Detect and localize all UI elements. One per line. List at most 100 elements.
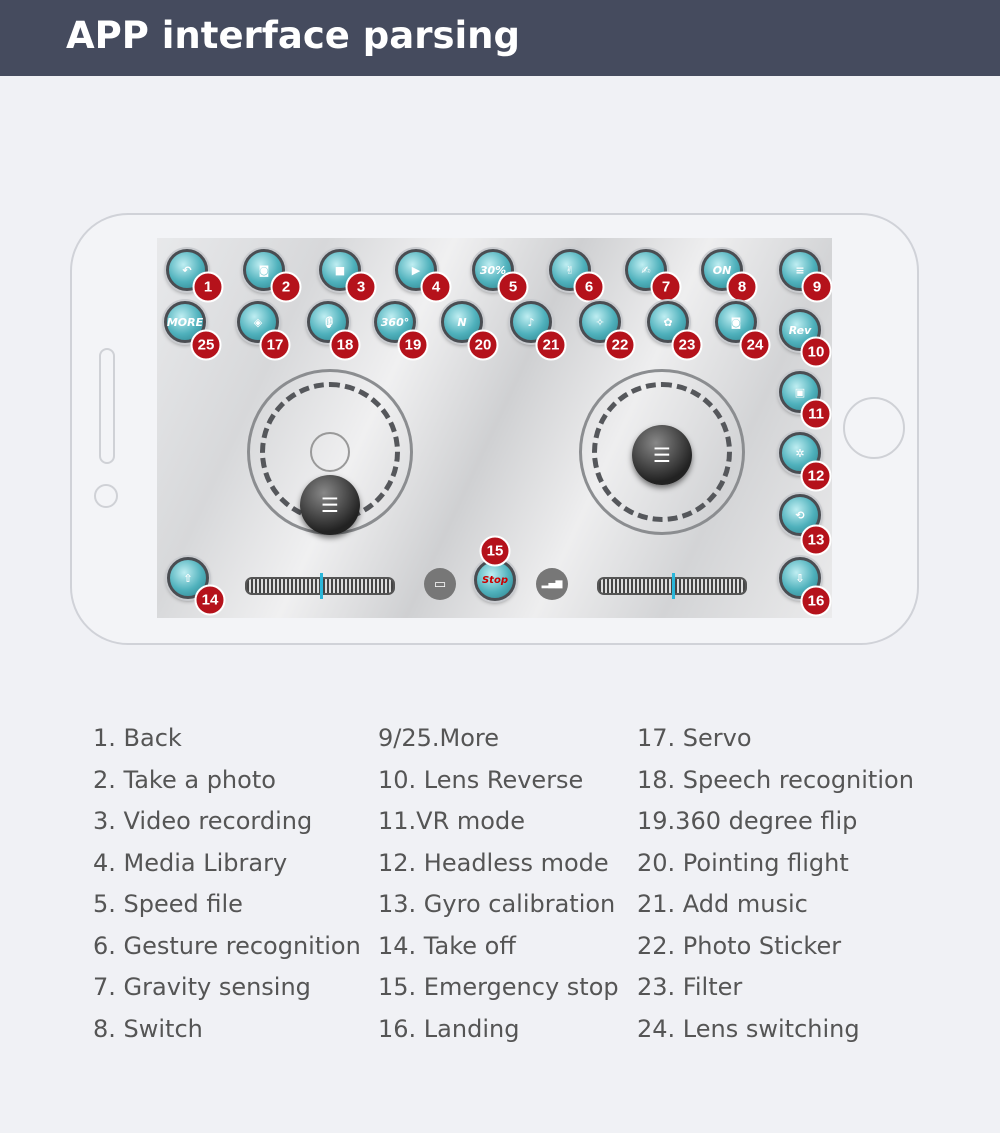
video-icon: ■	[334, 263, 346, 277]
slider-marker	[672, 573, 675, 599]
number-badge: 13	[800, 524, 832, 556]
landing-icon: ⇩	[795, 571, 805, 585]
number-badge: 5	[497, 271, 529, 303]
battery-glyph: ▭	[433, 576, 447, 592]
back-arrow-icon: ↶	[182, 263, 192, 277]
phone-home-button	[843, 397, 905, 459]
stop-icon: Stop	[481, 574, 508, 586]
number-badge: 6	[573, 271, 605, 303]
gyro-icon: ⟲	[795, 508, 805, 522]
signal-icon: ▂▄▆	[536, 568, 568, 600]
legend-item: 3. Video recording	[93, 807, 313, 835]
legend-item: 5. Speed file	[93, 890, 243, 918]
number-badge: 7	[650, 271, 682, 303]
legend-column-2: 9/25.More 10. Lens Reverse 11.VR mode 12. H…	[378, 718, 619, 1050]
number-badge: 2	[270, 271, 302, 303]
button-11[interactable]: ▣	[779, 371, 821, 413]
button-21[interactable]: ♪	[510, 301, 552, 343]
legend-column-1: 1. Back 2. Take a photo 3. Video recording…	[93, 718, 361, 1050]
number-badge: 24	[739, 329, 771, 361]
number-badge: 10	[800, 336, 832, 368]
legend-item: 1. Back	[93, 724, 182, 752]
slider-marker	[320, 573, 323, 599]
button-14[interactable]: ⇧	[167, 557, 209, 599]
legend-item: 15. Emergency stop	[378, 973, 619, 1001]
number-badge: 14	[194, 584, 226, 616]
lens-reverse-icon: Rev	[788, 323, 812, 337]
music-icon: ♪	[527, 315, 535, 329]
takeoff-icon: ⇧	[183, 571, 193, 585]
legend-column-3: 17. Servo 18. Speech recognition 19.360 de…	[637, 718, 914, 1050]
number-badge: 22	[604, 329, 636, 361]
legend-item: 13. Gyro calibration	[378, 890, 616, 918]
button-2[interactable]: ◙	[243, 249, 285, 291]
legend-item: 19.360 degree flip	[637, 807, 858, 835]
right-joystick-knob[interactable]: ☰	[632, 425, 692, 485]
more-icon: MORE	[166, 315, 204, 329]
legend-item: 18. Speech recognition	[637, 765, 914, 794]
flip-360-icon: 360°	[380, 315, 410, 329]
knob-icon: ☰	[321, 493, 339, 517]
left-joystick-center	[310, 432, 350, 472]
battery-icon: ▭	[424, 568, 456, 600]
gesture-icon: ✌	[565, 263, 575, 277]
page-title: APP interface parsing	[66, 14, 521, 57]
media-library-icon: ▶	[411, 263, 421, 277]
number-badge: 11	[800, 398, 832, 430]
button-5[interactable]: 30%	[472, 249, 514, 291]
number-badge: 21	[535, 329, 567, 361]
legend-item: 9/25.More	[378, 724, 500, 752]
legend-item: 7. Gravity sensing	[93, 973, 311, 1001]
number-badge: 9	[801, 271, 832, 303]
servo-icon: ◈	[253, 315, 263, 329]
filter-icon: ✿	[663, 315, 673, 329]
right-trim-slider[interactable]	[597, 573, 747, 599]
button-18[interactable]: 🎙	[307, 301, 349, 343]
signal-glyph: ▂▄▆	[541, 579, 563, 589]
switch-icon: ON	[712, 263, 732, 277]
gravity-icon: ✍	[641, 263, 651, 277]
knob-icon: ☰	[653, 443, 671, 467]
left-joystick-knob[interactable]: ☰	[300, 475, 360, 535]
number-badge: 12	[800, 460, 832, 492]
legend-item: 6. Gesture recognition	[93, 931, 361, 960]
microphone-icon: 🎙	[321, 315, 335, 329]
menu-icon: ≡	[795, 263, 805, 277]
number-badge: 18	[329, 329, 361, 361]
number-badge: 8	[726, 271, 758, 303]
number-badge: 23	[671, 329, 703, 361]
legend-item: 22. Photo Sticker	[637, 931, 842, 960]
button-25[interactable]: MORE	[164, 301, 206, 343]
number-badge: 25	[190, 329, 222, 361]
lens-switch-icon: ◙	[730, 315, 742, 329]
right-joystick-ring[interactable]	[579, 369, 745, 535]
number-badge: 1	[192, 271, 224, 303]
number-badge: 17	[259, 329, 291, 361]
legend-item: 17. Servo	[637, 724, 752, 752]
number-badge: 3	[345, 271, 377, 303]
left-trim-slider[interactable]	[245, 573, 395, 599]
legend-item: 12. Headless mode	[378, 848, 609, 877]
button-7[interactable]: ✍	[625, 249, 667, 291]
legend-item: 14. Take off	[378, 931, 516, 960]
legend-item: 4. Media Library	[93, 848, 288, 877]
header: APP interface parsing	[0, 0, 1000, 76]
legend-item: 10. Lens Reverse	[378, 765, 584, 794]
legend-item: 23. Filter	[637, 973, 743, 1001]
number-badge: 4	[420, 271, 452, 303]
legend-item: 24. Lens switching	[637, 1014, 860, 1043]
camera-icon: ◙	[258, 263, 270, 277]
phone-camera	[94, 484, 118, 508]
number-badge: 20	[467, 329, 499, 361]
number-badge: 15	[479, 535, 511, 567]
legend-item: 21. Add music	[637, 890, 808, 918]
legend-item: 16. Landing	[378, 1014, 520, 1043]
phone-speaker	[99, 348, 115, 464]
legend-item: 11.VR mode	[378, 807, 525, 835]
button-23[interactable]: ✿	[647, 301, 689, 343]
number-badge: 16	[800, 585, 832, 617]
legend-item: 2. Take a photo	[93, 765, 276, 794]
pointing-flight-icon: N	[457, 315, 467, 329]
speed-icon: 30%	[479, 263, 507, 277]
